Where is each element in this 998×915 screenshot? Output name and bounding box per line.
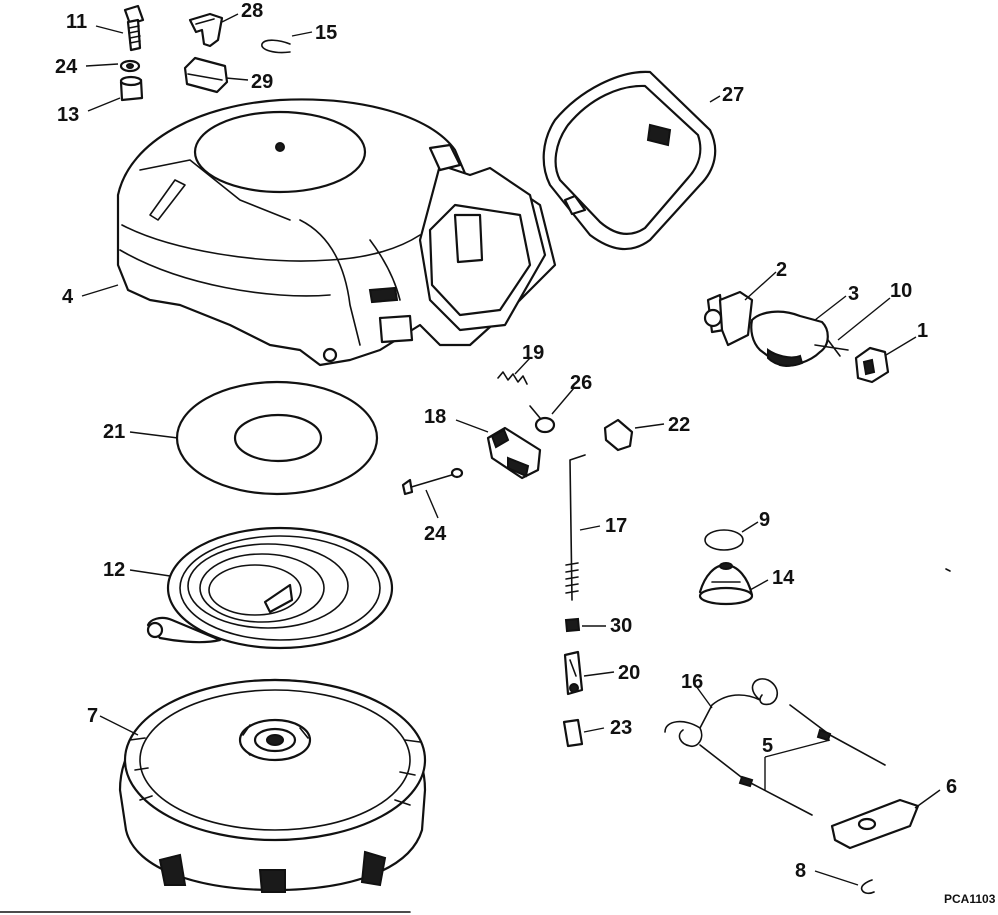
part-10-pin <box>814 339 849 357</box>
part-8-c-clip <box>860 879 875 895</box>
part-5-cables <box>699 704 886 816</box>
callout-2: 2 <box>776 259 787 281</box>
callout-20: 20 <box>618 662 640 684</box>
part-23-clip <box>562 718 584 748</box>
part-12-spring <box>146 526 394 650</box>
part-24-pin <box>401 467 464 496</box>
callout-12: 12 <box>103 559 125 581</box>
callout-16: 16 <box>681 671 703 693</box>
callout-8: 8 <box>795 860 806 882</box>
callout-10: 10 <box>890 280 912 302</box>
part-6-plate <box>830 798 920 850</box>
callout-13: 13 <box>57 104 79 126</box>
callout-14: 14 <box>772 567 795 589</box>
part-13-bushing <box>119 75 144 102</box>
part-30-nut <box>564 617 581 633</box>
part-9-o-ring <box>704 529 744 551</box>
callout-4: 4 <box>62 286 74 308</box>
callout-18: 18 <box>424 406 446 428</box>
callouts: 11 24 13 28 15 29 4 27 2 3 10 1 19 26 18… <box>55 0 996 906</box>
part-26-button <box>529 405 556 434</box>
callout-17: 17 <box>605 515 627 537</box>
callout-9: 9 <box>759 509 770 531</box>
callout-30: 30 <box>610 615 632 637</box>
part-21-disk <box>175 380 379 496</box>
callout-27: 27 <box>722 84 744 106</box>
part-16-link <box>664 678 779 748</box>
callout-1: 1 <box>917 320 928 342</box>
callout-3: 3 <box>848 283 859 305</box>
part-2-grommet <box>703 290 754 347</box>
stray-mark <box>945 568 951 572</box>
part-28-clip <box>188 12 224 48</box>
callout-26-top: 24 <box>55 56 78 78</box>
washer-hole <box>126 63 134 69</box>
part-14-knob <box>698 562 754 606</box>
callout-24: 24 <box>424 523 447 545</box>
diagram-code: PCA1103 <box>944 892 996 906</box>
callout-26: 26 <box>570 372 592 394</box>
leader-lines <box>81 13 941 886</box>
callout-11: 11 <box>66 11 87 33</box>
part-1-anchor <box>854 346 890 384</box>
part-11-screw <box>123 4 145 52</box>
part-19-spring <box>497 371 528 385</box>
part-27-frame <box>542 70 717 251</box>
callout-21: 21 <box>103 421 125 443</box>
callout-6: 6 <box>946 776 957 798</box>
callout-23: 23 <box>610 717 632 739</box>
callout-19: 19 <box>522 342 544 364</box>
part-15-ring-clip <box>261 39 291 54</box>
part-29-pad <box>183 56 229 94</box>
part-4-starter-housing <box>116 98 557 367</box>
part-7-pulley <box>118 678 427 893</box>
callout-28: 28 <box>241 0 263 22</box>
callout-5: 5 <box>762 735 773 757</box>
part-3-handle <box>750 310 829 367</box>
callout-7: 7 <box>87 705 98 727</box>
callout-22: 22 <box>668 414 690 436</box>
part-22-cam <box>603 418 634 452</box>
callout-29: 29 <box>251 71 273 93</box>
callout-15: 15 <box>315 22 337 44</box>
part-17-rod <box>565 454 586 601</box>
part-20-link <box>563 650 584 696</box>
part-18-lever <box>486 426 542 480</box>
